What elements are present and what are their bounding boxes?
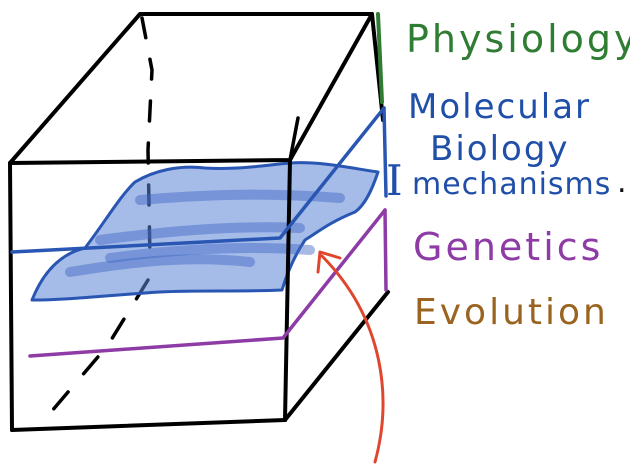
- cube-front-left-edge: [10, 163, 12, 430]
- period-mark: .: [617, 168, 628, 198]
- cube-bottom-front-edge: [12, 420, 285, 430]
- red-arrow-shaft: [322, 256, 383, 462]
- genetics-plane-right-edge: [385, 210, 386, 290]
- cube-right-bottom-edge: [285, 292, 388, 420]
- genetics-label: Genetics: [413, 228, 603, 266]
- molecular-label: Molecular: [408, 90, 591, 124]
- mechanisms-label: mechanisms: [412, 170, 611, 200]
- biology-label: Biology: [430, 132, 570, 166]
- physiology-label: Physiology: [406, 20, 630, 58]
- evolution-label: Evolution: [414, 295, 609, 331]
- roman-numeral-label: I: [386, 160, 404, 202]
- cube-top-face: [10, 14, 372, 163]
